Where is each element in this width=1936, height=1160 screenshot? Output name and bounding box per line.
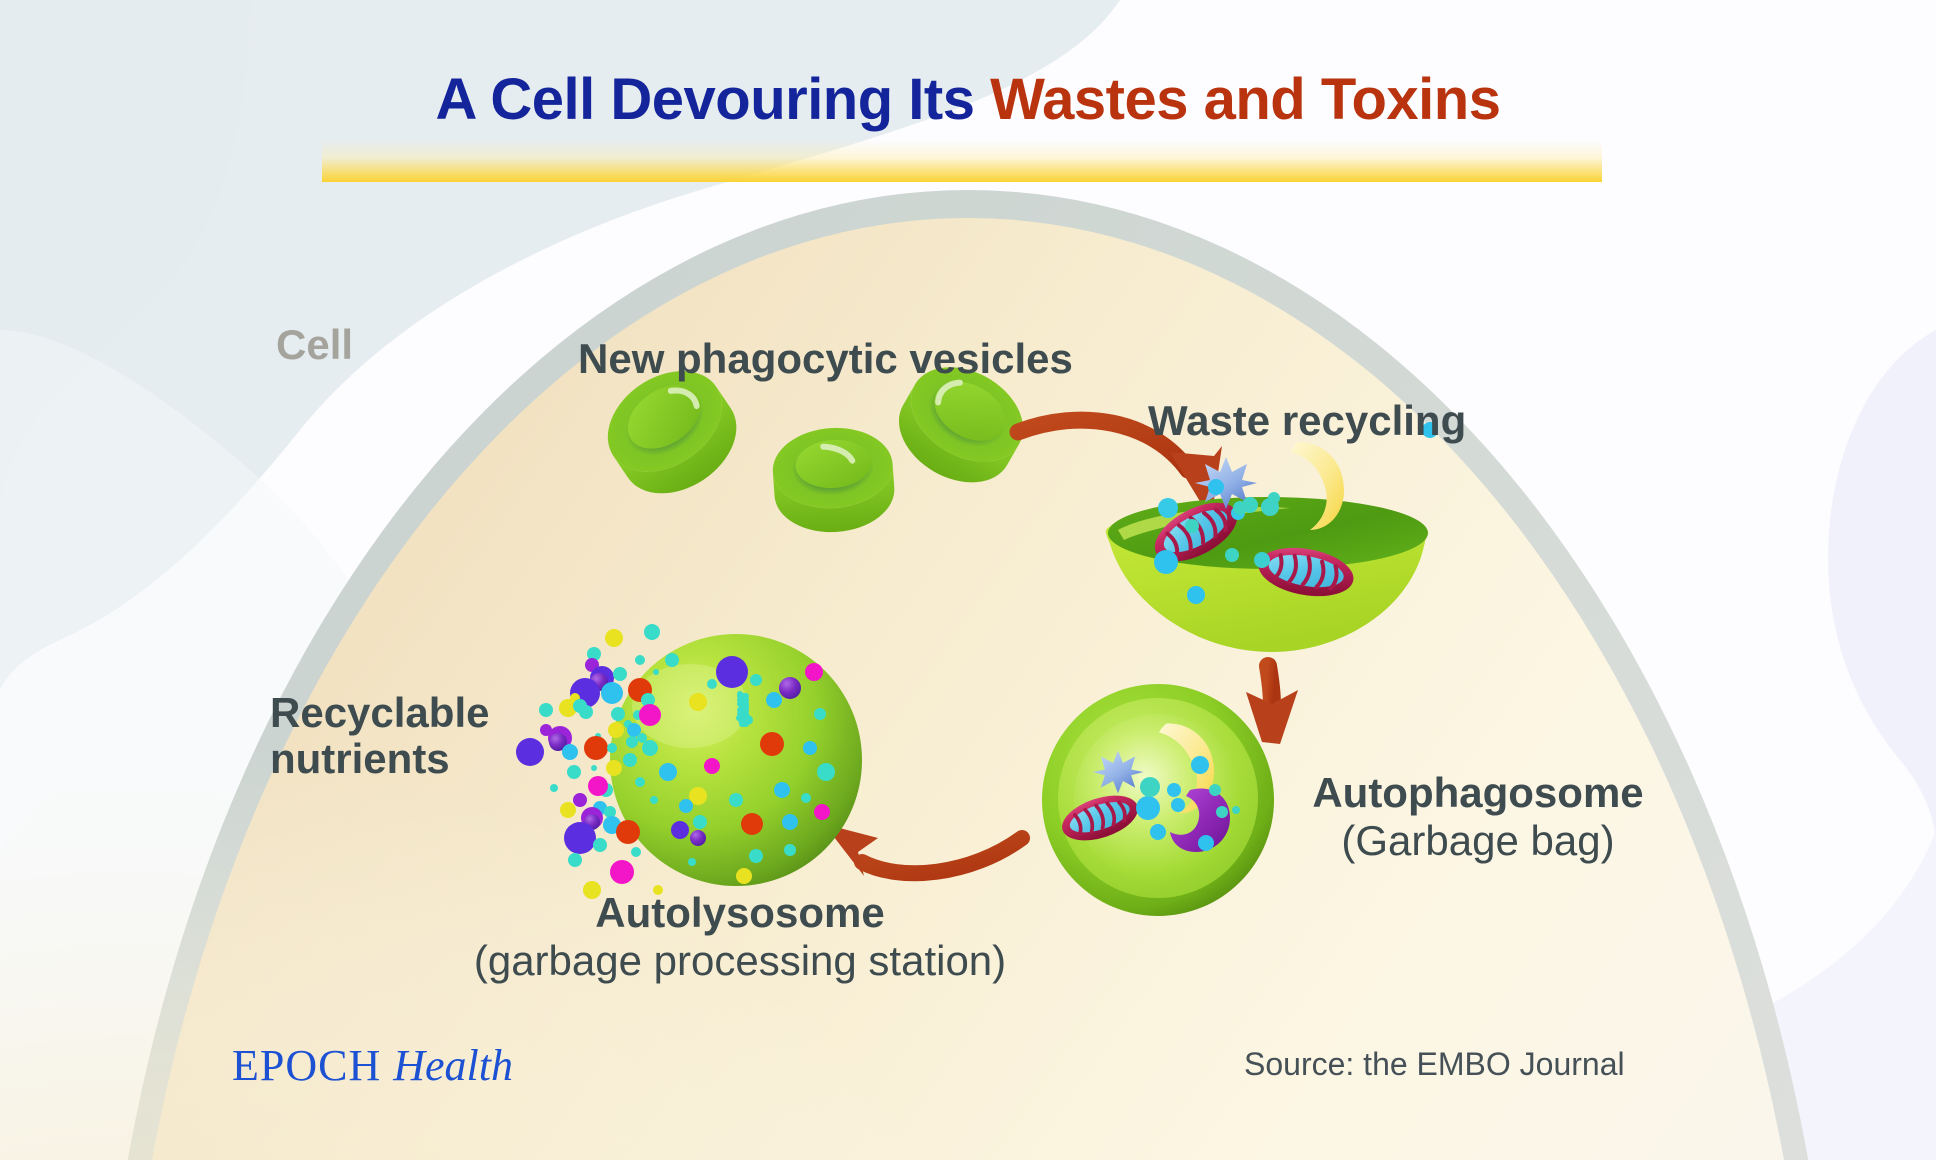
source-credit: Source: the EMBO Journal — [1244, 1046, 1625, 1082]
nutrient-dot — [1140, 777, 1160, 797]
label-autophagosome-main: Autophagosome — [1312, 769, 1644, 816]
nutrient-dot — [693, 815, 707, 829]
nutrient-dot — [737, 711, 743, 717]
nutrient-dot — [1198, 835, 1214, 851]
nutrient-dot — [782, 814, 798, 830]
nutrient-dot — [750, 674, 762, 686]
brand-logo-epoch: EPOCH — [232, 1041, 382, 1090]
nutrient-dot — [774, 782, 790, 798]
title-underline-bar — [322, 140, 1602, 182]
phagocytic-vesicle-right — [898, 367, 1024, 483]
waste-dot — [1233, 501, 1247, 515]
nutrient-dot — [642, 740, 658, 756]
nutrient-dot — [679, 799, 693, 813]
nutrient-dot — [803, 741, 817, 755]
nutrient-dot — [1136, 796, 1160, 820]
waste-dot — [1254, 552, 1270, 568]
phagocytic-vesicle-left — [607, 371, 737, 494]
nutrient-dot — [689, 787, 707, 805]
label-autolysosome: Autolysosome (garbage processing station… — [430, 889, 1050, 985]
mitochondrion-cup-2 — [1258, 547, 1354, 597]
autolysosome — [610, 634, 862, 886]
crescent-cup — [1290, 442, 1344, 530]
waste-dot — [1208, 479, 1224, 495]
nutrient-dot — [671, 821, 689, 839]
page-title: A Cell Devouring Its Wastes and Toxins — [0, 67, 1936, 132]
label-recyclable-line-2: nutrients — [270, 735, 450, 783]
nutrient-dot — [779, 677, 801, 699]
nutrient-dot — [729, 793, 743, 807]
nutrient-dot — [1232, 806, 1240, 814]
nutrient-dot — [1191, 756, 1209, 774]
label-autolysosome-sub: (garbage processing station) — [473, 937, 1007, 985]
nutrient-dot — [805, 663, 823, 681]
nutrient-dot — [690, 830, 706, 846]
brand-logo-health: Health — [393, 1041, 514, 1090]
waste-dot — [1158, 498, 1178, 518]
nutrient-dot — [704, 758, 720, 774]
title-part-accent: Wastes and Toxins — [990, 67, 1501, 132]
waste-dot — [1154, 550, 1178, 574]
nutrient-dot — [689, 693, 707, 711]
nutrient-dot — [784, 844, 796, 856]
nutrient-dot — [1150, 824, 1166, 840]
nutrient-dot — [749, 849, 763, 863]
nutrient-dot — [1209, 784, 1221, 796]
label-cell: Cell — [276, 321, 354, 368]
nutrient-dot — [741, 813, 763, 835]
waste-dot — [1187, 586, 1205, 604]
phagocytic-vesicle-center — [772, 427, 895, 533]
label-autophagosome: Autophagosome (Garbage bag) — [1288, 769, 1668, 865]
nutrient-dot — [814, 708, 826, 720]
nutrient-dot — [707, 679, 717, 689]
arrow-cup-to-autophagosome — [1246, 657, 1298, 744]
nutrient-dot — [814, 804, 830, 820]
nutrient-dot — [743, 693, 749, 699]
label-autophagosome-sub: (Garbage bag) — [1341, 817, 1615, 865]
purple-organelle-autophagosome — [1170, 788, 1230, 852]
nutrient-dot — [743, 715, 753, 725]
recyclable-nutrients-cloud — [516, 624, 679, 899]
label-waste-recycling: Waste recycling — [1148, 397, 1467, 444]
nutrient-dot — [1171, 798, 1185, 812]
arrow-autophagosome-to-autolysosome — [824, 824, 1030, 882]
waste-recycling-cup — [1105, 422, 1438, 652]
nutrient-dot — [801, 793, 811, 803]
nutrient-dot — [1216, 806, 1228, 818]
autophagosome — [1042, 684, 1274, 916]
waste-dot — [1225, 548, 1239, 562]
waste-dot — [1422, 422, 1438, 438]
nutrient-dot — [760, 732, 784, 756]
nutrient-dot — [650, 796, 658, 804]
waste-dot — [1185, 519, 1199, 533]
protein-star-autophagosome — [1092, 750, 1144, 794]
label-autolysosome-main: Autolysosome — [595, 889, 885, 936]
waste-dot — [1268, 492, 1280, 504]
label-recyclable-nutrients: Recyclable nutrients — [270, 689, 530, 783]
protein-star-cup — [1195, 457, 1257, 509]
nutrient-dot — [688, 858, 696, 866]
nutrient-dot — [817, 763, 835, 781]
title-part-primary: A Cell Devouring Its — [435, 67, 991, 132]
nutrient-dot — [737, 691, 743, 697]
label-new-vesicles: New phagocytic vesicles — [578, 335, 1073, 382]
mitochondrion-autophagosome — [1062, 795, 1138, 841]
nutrient-dot — [736, 868, 752, 884]
nutrient-dot — [766, 692, 782, 708]
nutrient-dot — [716, 656, 748, 688]
nutrient-dot — [1167, 783, 1181, 797]
nutrient-dot — [743, 703, 749, 709]
nutrient-dot — [659, 763, 677, 781]
label-recyclable-line-1: Recyclable — [270, 689, 490, 736]
